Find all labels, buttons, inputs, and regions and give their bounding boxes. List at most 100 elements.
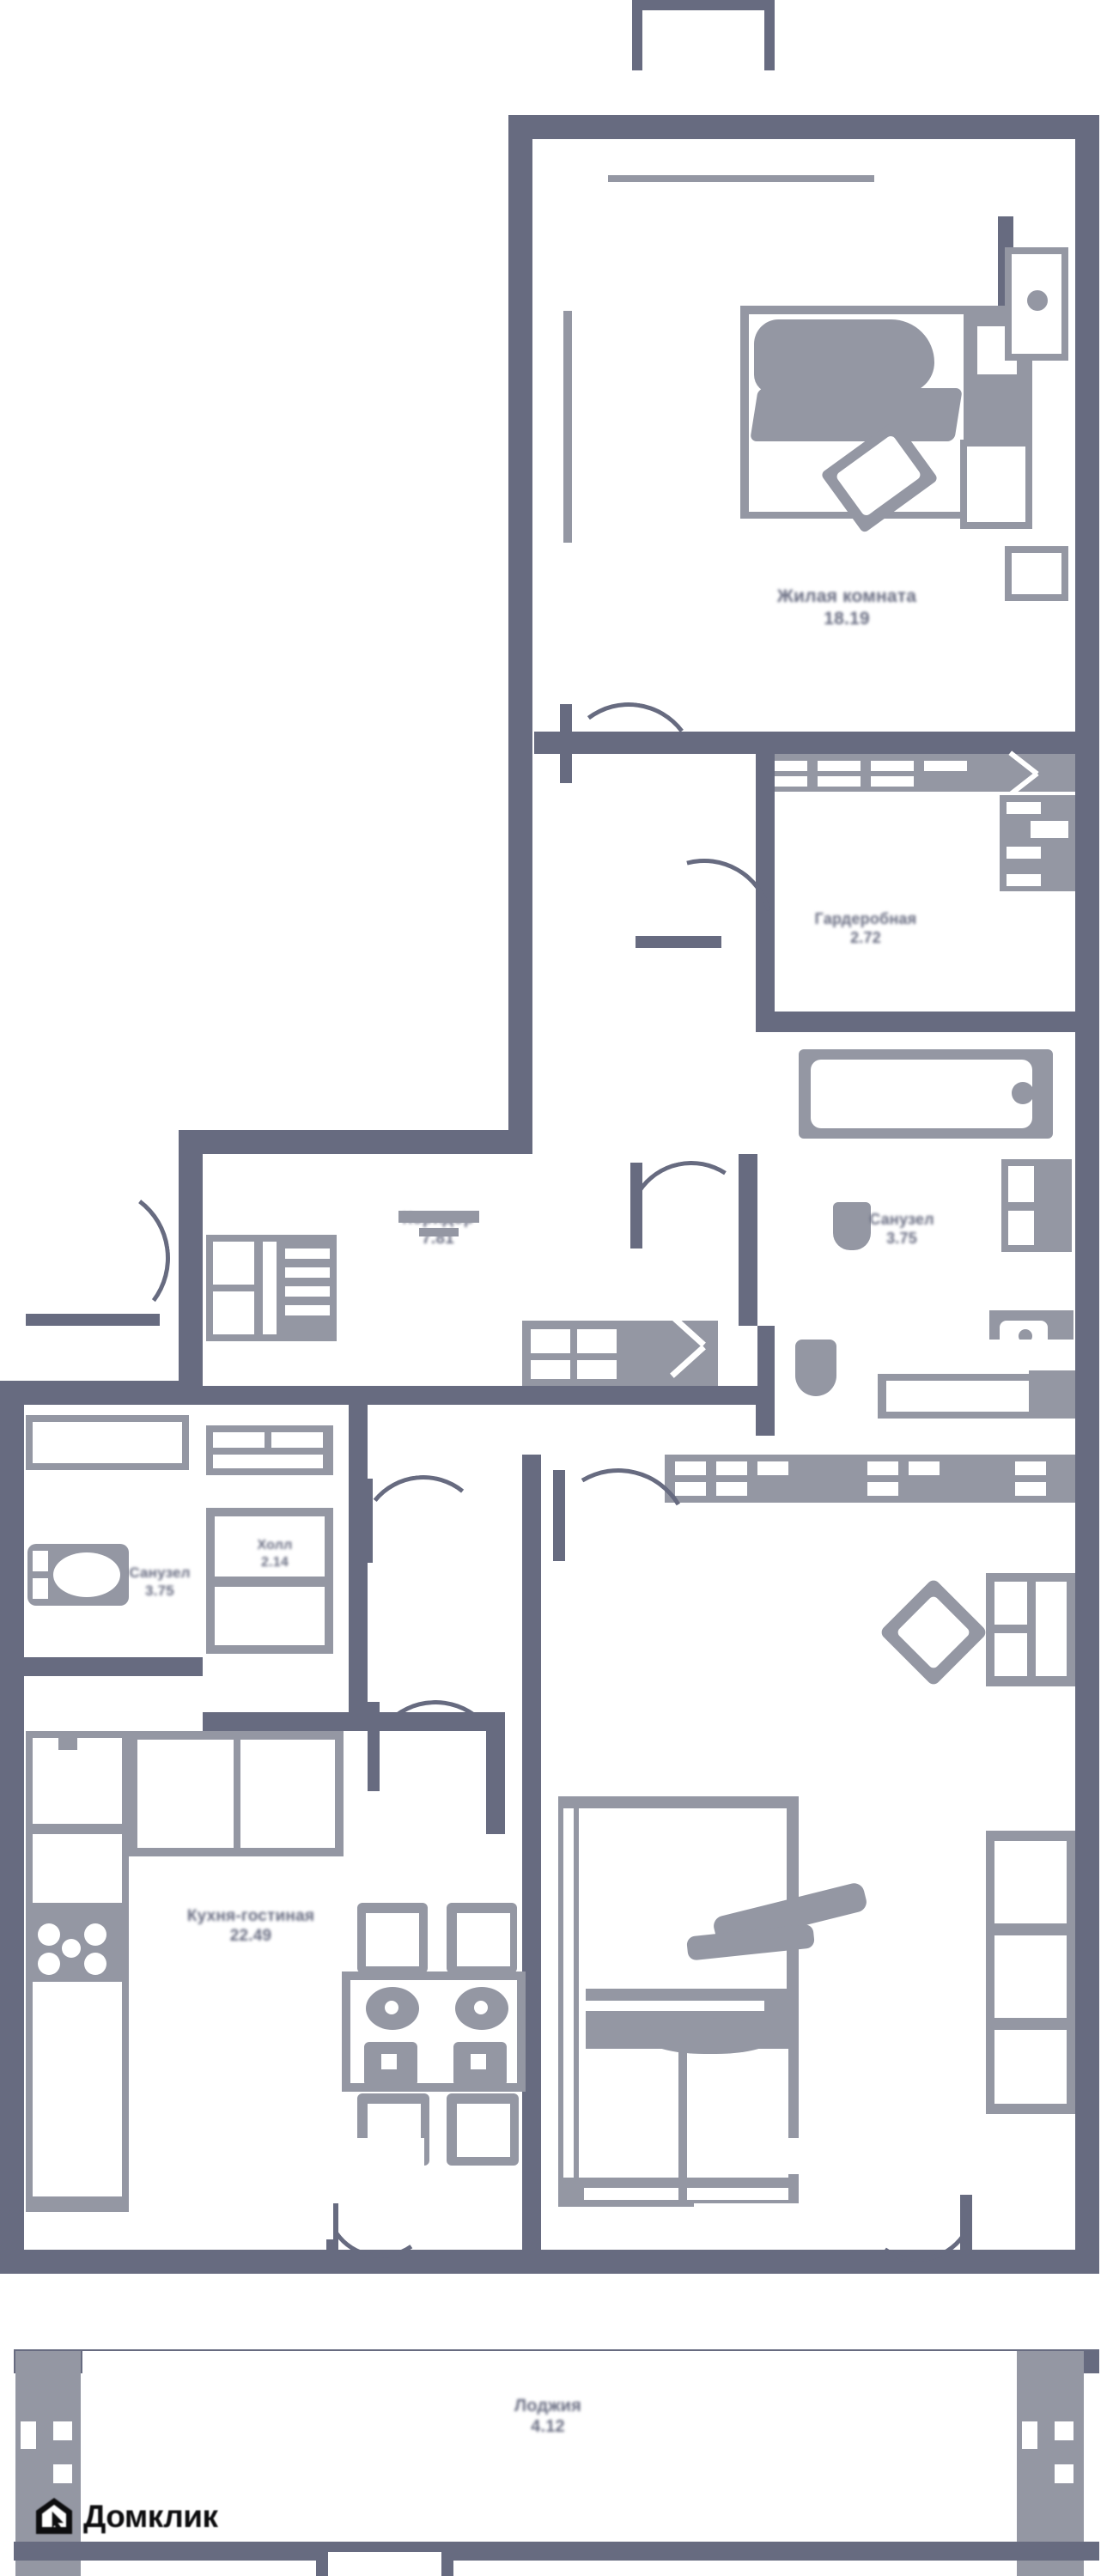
living-top-cab-10 [1015, 1482, 1046, 1496]
hall-lower-jamb2 [486, 1712, 505, 1834]
room-label-wardrobe: Гардеробная 2.72 [814, 910, 917, 946]
corridor-storage-c7 [285, 1305, 330, 1315]
wardrobe-tall-slot3 [1007, 847, 1041, 859]
living-top-cab-9 [867, 1482, 898, 1496]
bath-left-sep1 [36, 1678, 74, 1709]
cooktop-center [62, 1939, 81, 1958]
corridor-bottom-wall [203, 1386, 757, 1405]
shelving-slot2 [994, 1935, 1067, 2018]
wardrobe-tall-slot2 [1031, 821, 1068, 838]
outer-wall-top [508, 115, 1099, 139]
bath-left-cabinet-inner [33, 1422, 182, 1463]
balcony-pier-right-slot2 [1055, 2421, 1073, 2440]
dining-chair-br-seat [471, 2054, 486, 2069]
bathtub-drain [1012, 1082, 1034, 1104]
dining-chair-tr-seat [457, 1913, 510, 1966]
wardrobe-shelf-4 [924, 761, 967, 771]
wardrobe-shelf-7 [871, 776, 914, 787]
bathroom-cabinet-slot2 [1008, 1211, 1034, 1245]
corridor-right-wall [739, 1154, 757, 1326]
door-leaf-corridor-upper [636, 936, 721, 948]
hall-closet-shelf3 [213, 1455, 323, 1468]
window-bottom-1c [342, 2138, 424, 2183]
kitchen-sink-tap [58, 1733, 77, 1750]
bath-left-basin-bowl [53, 1552, 120, 1597]
balcony-pier-right-slot3 [1055, 2464, 1073, 2483]
top-balcony-interior [642, 10, 764, 70]
window-bottom-1a [211, 2203, 333, 2239]
sofa-armrest-left [563, 1808, 574, 2178]
bedroom-bottom-wall [534, 732, 1075, 754]
window-bottom-2b [694, 2138, 824, 2174]
toilet-wc [795, 1340, 836, 1396]
bedroom-nook-marker [1027, 290, 1048, 311]
bed-duvet [750, 388, 963, 441]
living-top-cab-3 [757, 1461, 788, 1475]
bedroom-window-left [563, 311, 572, 543]
bathtub-basin [811, 1060, 1032, 1128]
balcony-pier-right-slot1 [1022, 2421, 1037, 2449]
hall-bench-bottom [215, 1587, 325, 1645]
tv-console-slot2 [994, 1633, 1027, 1676]
hall-closet-shelf2 [271, 1432, 323, 1448]
domklik-logo: Домклик [33, 2494, 218, 2537]
corridor-storage-c2 [213, 1291, 254, 1334]
outer-wall-left-lower [0, 1381, 24, 2274]
corridor-storage-c6 [285, 1286, 330, 1297]
corridor-ceiling-fixture-2 [419, 1228, 459, 1236]
bedroom-nook-lower-inner [1012, 553, 1061, 594]
sofa-seat-bottom-l [584, 2049, 678, 2178]
living-top-cab-5 [909, 1461, 940, 1475]
sofa-seat-top [584, 1808, 787, 1989]
sofa-back-strip [584, 2001, 764, 2011]
room-label-balcony: Лоджия 4.12 [514, 2397, 582, 2437]
bed-pillows [754, 319, 934, 393]
window-bottom-1b [211, 2138, 333, 2174]
balcony-pier-left-slot1 [21, 2421, 36, 2449]
room-label-hall: Холл 2.14 [257, 1538, 293, 1570]
burner-1 [38, 1923, 60, 1946]
wardrobe-shelf-1 [764, 761, 807, 771]
outer-wall-step2-horizontal [0, 1381, 203, 1405]
living-kitchen-left-wall [522, 1455, 541, 2250]
sofa-bottom-strip-r [687, 2188, 788, 2200]
bath-left-divider [24, 1657, 203, 1676]
door-leaf-bedroom [560, 704, 572, 783]
dining-chair-bl-seat [381, 2054, 397, 2069]
room-label-bedroom-main: Жилая комната 18.19 [776, 586, 917, 629]
burner-2 [84, 1923, 106, 1946]
window-bottom-2a [694, 2203, 824, 2239]
bedroom-desk-top [967, 447, 1025, 522]
door-leaf-entry-left [26, 1314, 160, 1326]
balcony-window-right [641, 2478, 984, 2538]
outer-wall-left-upper [508, 115, 532, 1154]
window-bottom-2c [840, 2138, 934, 2183]
wc-vanity-inner [886, 1381, 1029, 1412]
hall-bottom-wall [203, 1712, 368, 1731]
burner-3 [38, 1953, 60, 1975]
door-leaf-hall [361, 1479, 373, 1563]
balcony-pier-right [1017, 2351, 1084, 2576]
corridor-niche-inner1 [531, 1329, 570, 1353]
dining-plate-2-center [474, 2001, 488, 2014]
corridor-niche-inner2 [577, 1329, 617, 1353]
dining-plate-1-center [385, 2001, 398, 2014]
wc-cabinet-right [1029, 1370, 1075, 1419]
corridor-storage-c3 [263, 1242, 277, 1334]
kitchen-counter-seg2 [33, 1834, 122, 1903]
corridor-niche-inner4 [577, 1360, 617, 1379]
living-top-cab-4 [867, 1461, 898, 1475]
toilet-bathroom [833, 1202, 871, 1250]
entry-threshold [608, 175, 874, 182]
room-label-living-kitchen: Кухня-гостиная 22.49 [186, 1907, 315, 1946]
door-leaf-bathroom [630, 1163, 642, 1249]
wardrobe-left-wall [756, 754, 775, 1032]
outer-wall-right [1075, 115, 1099, 2274]
wardrobe-shelf-5 [764, 776, 807, 787]
house-cursor-icon [33, 2494, 76, 2537]
bath-left-sep3 [122, 1678, 187, 1709]
balcony-window-left [103, 2478, 447, 2538]
entry-niche-upper [608, 139, 874, 168]
domklik-wordmark: Домклик [83, 2498, 218, 2534]
